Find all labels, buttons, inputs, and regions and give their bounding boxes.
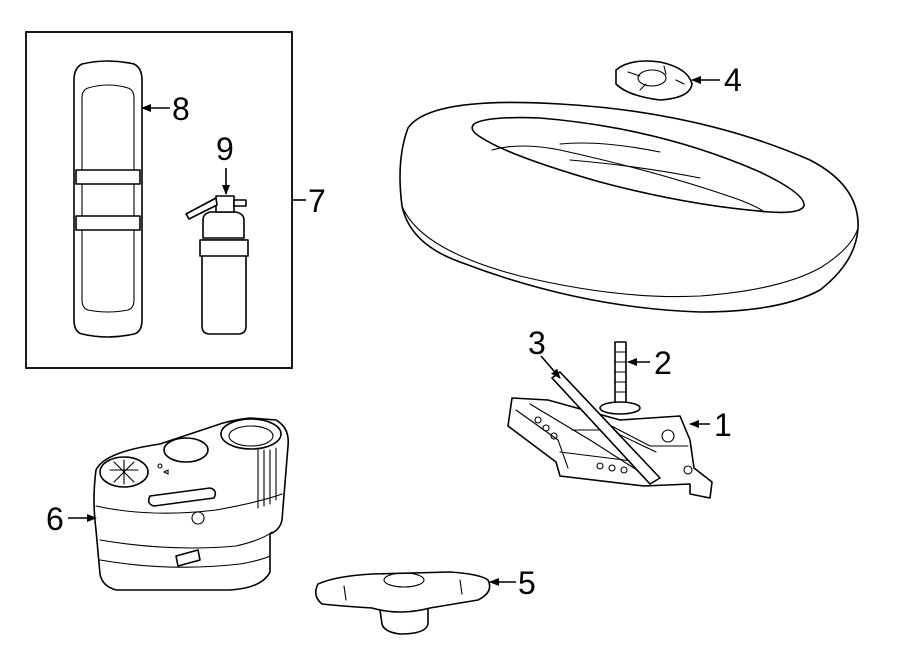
callout-labels: 1 2 3 4 5 6 7 8 9 xyxy=(46,62,742,601)
jack-extension xyxy=(599,341,641,415)
spare-tire xyxy=(399,101,859,313)
kit-bag xyxy=(73,60,143,338)
scissor-jack xyxy=(507,397,713,499)
hold-down-nut xyxy=(615,60,693,101)
callout-6: 6 xyxy=(46,501,64,537)
callout-9: 9 xyxy=(216,131,234,167)
callout-8: 8 xyxy=(172,91,190,127)
air-compressor xyxy=(93,417,290,591)
callout-5: 5 xyxy=(518,565,536,601)
callout-1: 1 xyxy=(714,407,732,443)
leader-lines xyxy=(68,76,720,586)
callout-3: 3 xyxy=(528,325,546,361)
sealant-bottle xyxy=(185,195,249,335)
callout-7: 7 xyxy=(308,183,326,219)
tire-repair-kit-box xyxy=(25,31,293,369)
callout-2: 2 xyxy=(654,345,672,381)
lug-wrench-handle xyxy=(314,571,491,635)
callout-4: 4 xyxy=(724,62,742,98)
